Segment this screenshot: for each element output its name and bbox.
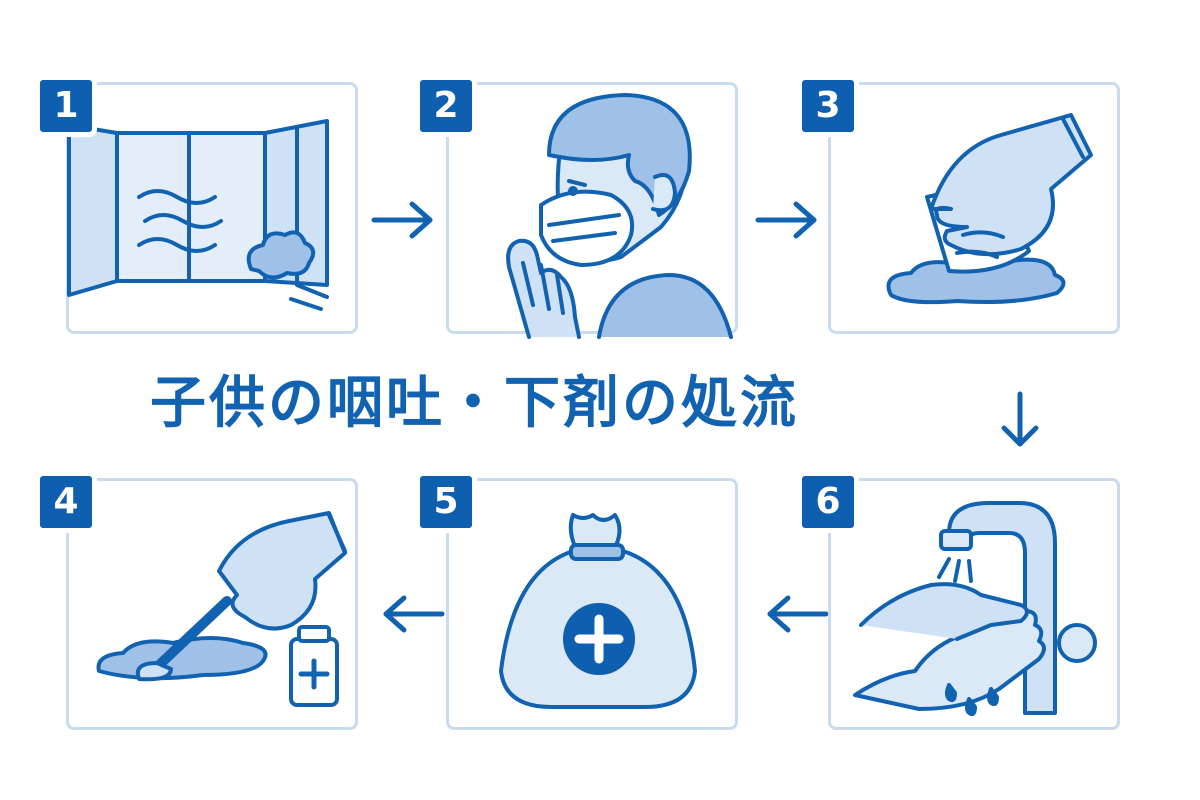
step-panel-5: 5 — [415, 471, 738, 730]
step-number-badge: 6 — [797, 471, 859, 533]
arrow-right-icon — [371, 201, 433, 239]
arrow-left-icon — [383, 595, 445, 633]
step-panel-1: 1 — [35, 75, 358, 334]
step-panel-4: 4 — [35, 471, 358, 730]
scraper-and-disinfectant-icon — [96, 511, 347, 707]
step-number-badge: 3 — [797, 75, 859, 137]
arrow-right-icon — [755, 201, 817, 239]
page-title: 子供の咽吐・下剤の処流 — [150, 371, 799, 436]
open-window-ventilation-icon — [67, 119, 329, 311]
step-panel-2: 2 — [415, 75, 738, 339]
step-number-badge: 1 — [35, 75, 97, 137]
step-panel-6: 6 — [797, 471, 1120, 730]
step-number-badge: 5 — [415, 471, 477, 533]
step-panel-3: 3 — [797, 75, 1120, 334]
person-wearing-mask-icon — [506, 93, 733, 339]
sealed-medical-waste-bag-icon — [499, 513, 697, 709]
arrow-left-icon — [767, 595, 829, 633]
gloved-hand-wiping-icon — [886, 113, 1093, 305]
step-number-badge: 4 — [35, 471, 97, 533]
arrow-down-icon — [1001, 391, 1039, 447]
hand-washing-faucet-icon — [853, 501, 1097, 717]
step-number-badge: 2 — [415, 75, 477, 137]
